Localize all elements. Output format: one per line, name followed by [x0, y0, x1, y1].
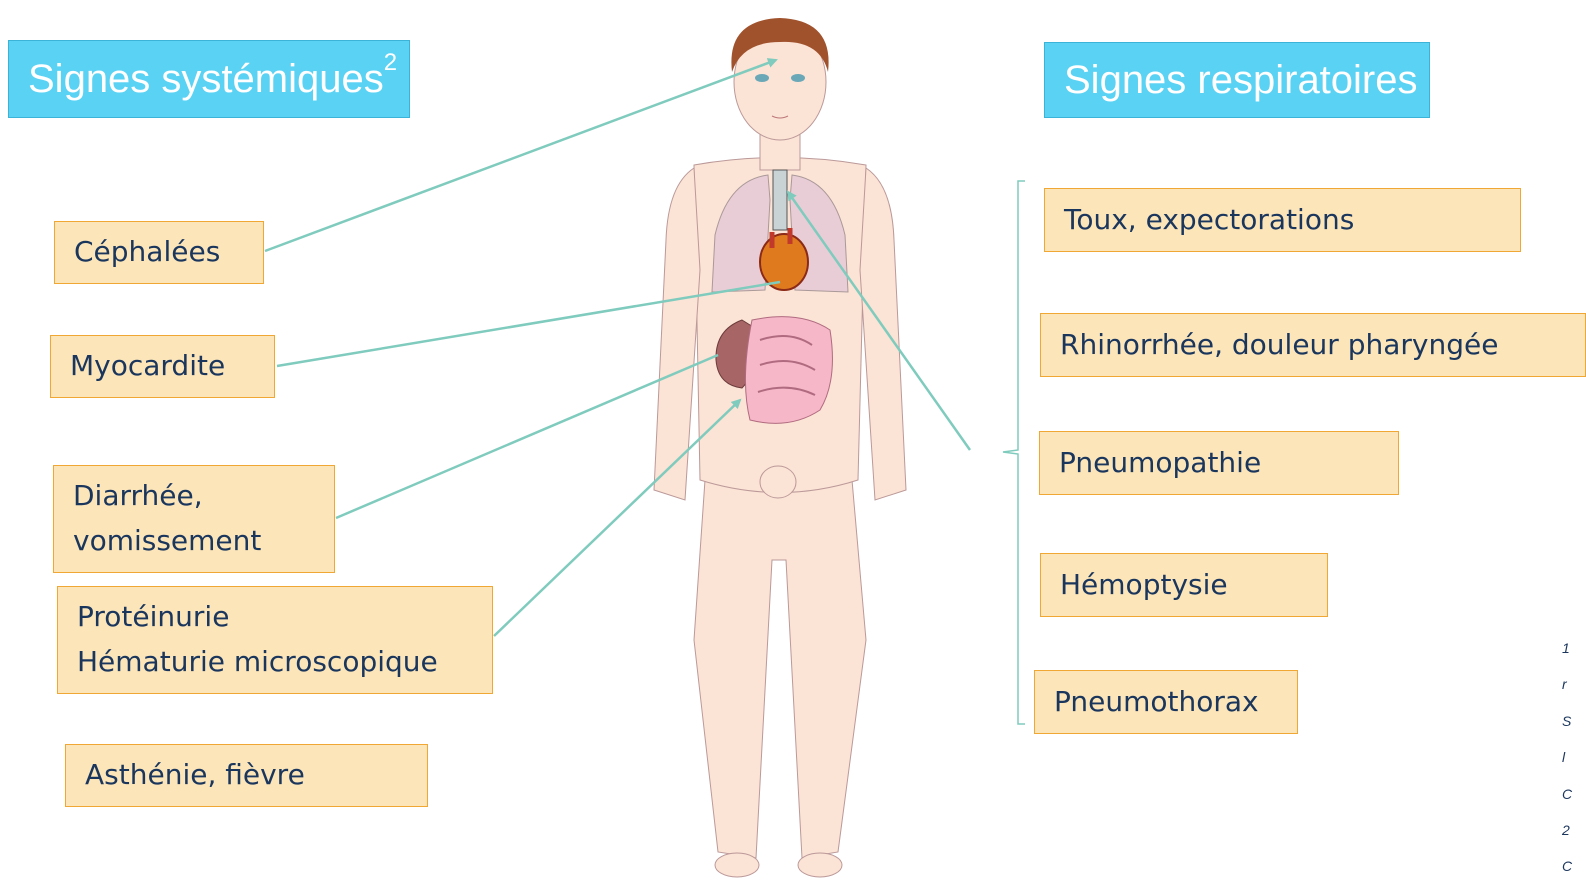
respiratory-signs-header: Signes respiratoires	[1044, 42, 1430, 118]
systemic-sign-myocardite: Myocardite	[50, 335, 275, 398]
systemic-signs-header-label: Signes systémiques	[28, 59, 384, 99]
sign-label: Hémoptysie	[1060, 563, 1327, 608]
systemic-sign-cephalees: Céphalées	[54, 221, 264, 284]
reference-fragment: r	[1562, 666, 1586, 702]
sign-label: Myocardite	[70, 344, 274, 389]
sign-label: Pneumopathie	[1059, 441, 1398, 486]
reference-fragment: C	[1562, 776, 1586, 812]
systemic-signs-header-sup: 2	[384, 51, 397, 75]
sign-label: vomissement	[73, 519, 334, 564]
respiratory-sign-hemoptysie: Hémoptysie	[1040, 553, 1328, 617]
reference-fragment: 2	[1562, 812, 1586, 848]
trachea-icon	[773, 170, 787, 230]
systemic-sign-proteinurie: Protéinurie Hématurie microscopique	[57, 586, 493, 694]
respiratory-signs-header-label: Signes respiratoires	[1064, 60, 1418, 100]
respiratory-brace	[1003, 181, 1025, 724]
respiratory-sign-rhinorrhee: Rhinorrhée, douleur pharyngée	[1040, 313, 1586, 377]
sign-label: Pneumothorax	[1054, 680, 1297, 725]
sign-label: Céphalées	[74, 230, 263, 275]
systemic-sign-diarrhee: Diarrhée, vomissement	[53, 465, 335, 573]
respiratory-sign-pneumopathie: Pneumopathie	[1039, 431, 1399, 495]
reference-fragment: C	[1562, 848, 1586, 884]
respiratory-sign-toux: Toux, expectorations	[1044, 188, 1521, 252]
sign-label: Hématurie microscopique	[77, 640, 492, 685]
systemic-sign-asthenie: Asthénie, fièvre	[65, 744, 428, 807]
reference-fragment: 1	[1562, 630, 1586, 666]
intestine-icon	[745, 317, 832, 424]
sign-label: Toux, expectorations	[1064, 198, 1520, 243]
respiratory-sign-pneumothorax: Pneumothorax	[1034, 670, 1298, 734]
reference-fragment: l	[1562, 739, 1586, 775]
sign-label: Rhinorrhée, douleur pharyngée	[1060, 323, 1585, 368]
reference-fragment: S	[1562, 703, 1586, 739]
connector-arrows	[265, 60, 970, 636]
references-cut-off: 1 r S l C 2 C	[1562, 630, 1586, 885]
sign-label: Protéinurie	[77, 595, 492, 640]
sign-label: Asthénie, fièvre	[85, 753, 427, 798]
sign-label: Diarrhée,	[73, 474, 334, 519]
